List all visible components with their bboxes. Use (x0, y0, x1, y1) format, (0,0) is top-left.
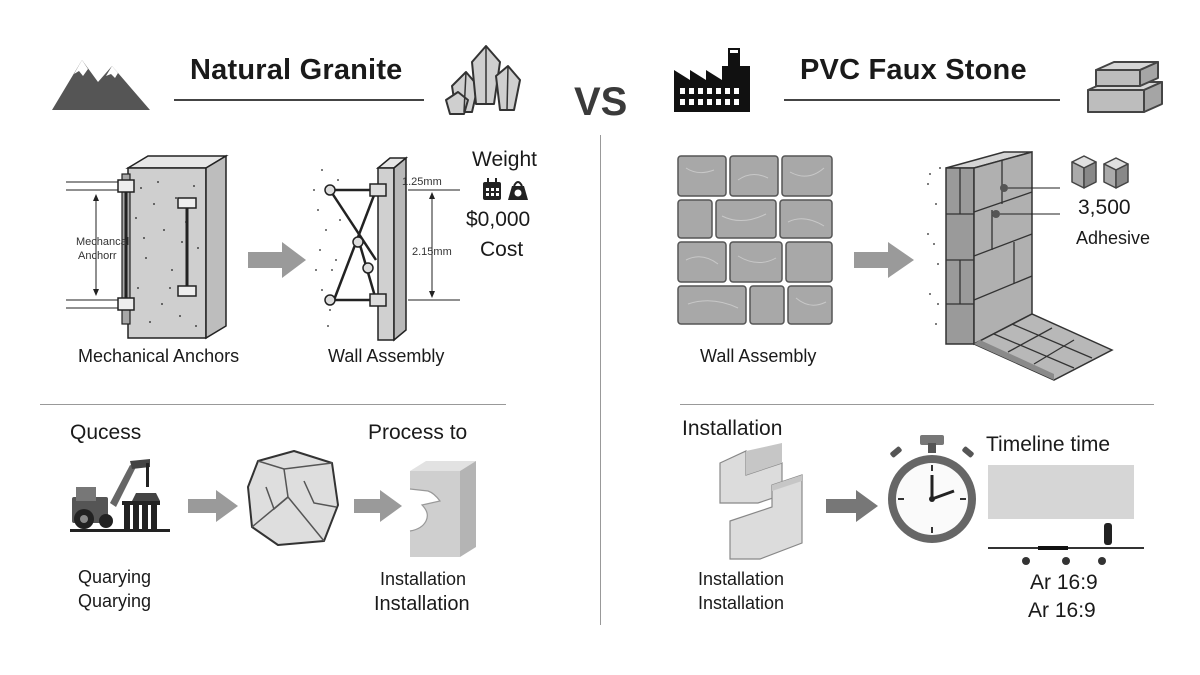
cost-value: $0,000 (466, 208, 531, 231)
right-install-line-1: Installation (698, 569, 785, 589)
pvc-wall-assembly-drawing (927, 151, 1114, 381)
timeline-tick-3 (1098, 557, 1106, 565)
excavator-icon (70, 459, 170, 532)
cubes-icon (1071, 155, 1129, 189)
left-install-line-1: Installation (380, 569, 467, 589)
installation-title: Installation (682, 417, 783, 440)
right-row-divider (680, 404, 1154, 405)
timeline-bar (988, 465, 1134, 519)
process-title-right: Process to (368, 421, 468, 444)
center-divider (600, 135, 601, 625)
quarry-line-2: Quarying (78, 591, 152, 611)
timeline-tick-2 (1062, 557, 1070, 565)
dim-side-label: 2.15mm (412, 246, 452, 258)
right-install-line-2: Installation (698, 593, 785, 613)
process-title-left: Qucess (70, 421, 142, 444)
anchor-caption: Mechanical Anchors (78, 346, 240, 366)
left-assembly-caption: Wall Assembly (328, 346, 445, 366)
arrow-right-3 (354, 490, 402, 522)
granite-installation-icon (409, 461, 476, 557)
weight-label: Weight (472, 148, 537, 171)
right-process-section: Installation Timeline time (600, 405, 1200, 635)
stone-block-icon (247, 450, 339, 546)
left-install-line-2: Installation (374, 593, 470, 615)
timeline-axis-segment (1038, 546, 1068, 550)
left-process-section: Qucess Process to (0, 405, 600, 635)
left-title: Natural Granite (190, 54, 403, 86)
right-title-underline (784, 99, 1060, 101)
left-title-underline (174, 99, 424, 101)
stopwatch-icon (888, 435, 976, 543)
anchor-side-label-1: Mechancal (76, 236, 130, 248)
anchor-side-label-2: Anchorr (78, 250, 117, 262)
weight-bag-icon (508, 181, 528, 200)
timeline-marker-tall (1104, 523, 1112, 545)
left-row-divider (40, 404, 506, 405)
calendar-icon (483, 178, 501, 200)
dim-top-label: 1.25mm (402, 176, 442, 188)
right-assembly-caption: Wall Assembly (700, 346, 817, 366)
quarry-line-1: Quarying (78, 567, 152, 587)
factory-icon (674, 48, 750, 112)
timeline-title: Timeline time (986, 433, 1111, 456)
interlocking-panels-icon (719, 443, 803, 560)
ratio-line-1: Ar 16:9 (1030, 571, 1098, 594)
weight-icons (483, 178, 528, 200)
header: Natural Granite VS PVC Faux Stone (0, 0, 1200, 130)
faux-stone-panel (677, 155, 833, 325)
arrow-right-4 (854, 242, 914, 278)
adhesive-label: Adhesive (1076, 228, 1151, 248)
right-title: PVC Faux Stone (800, 54, 1027, 86)
arrow-right (248, 242, 306, 278)
arrow-right-2 (188, 490, 238, 522)
pvc-weight-value: 3,500 (1078, 196, 1131, 219)
arrow-right-5 (826, 490, 878, 522)
granite-wall-assembly-drawing (313, 156, 460, 342)
stacked-blocks-icon (1087, 61, 1163, 113)
mechanical-anchor-drawing (66, 154, 229, 340)
crystal-icon (445, 45, 521, 115)
timeline-tick-1 (1022, 557, 1030, 565)
cost-label: Cost (480, 238, 524, 261)
mountain-icon (52, 60, 150, 110)
ratio-line-2: Ar 16:9 (1028, 599, 1096, 622)
vs-label: VS (574, 80, 628, 124)
left-top-section: Mechancal Anchorr (0, 130, 600, 390)
right-top-section: 3,500 Adhesive Wall Assembly (600, 130, 1200, 390)
